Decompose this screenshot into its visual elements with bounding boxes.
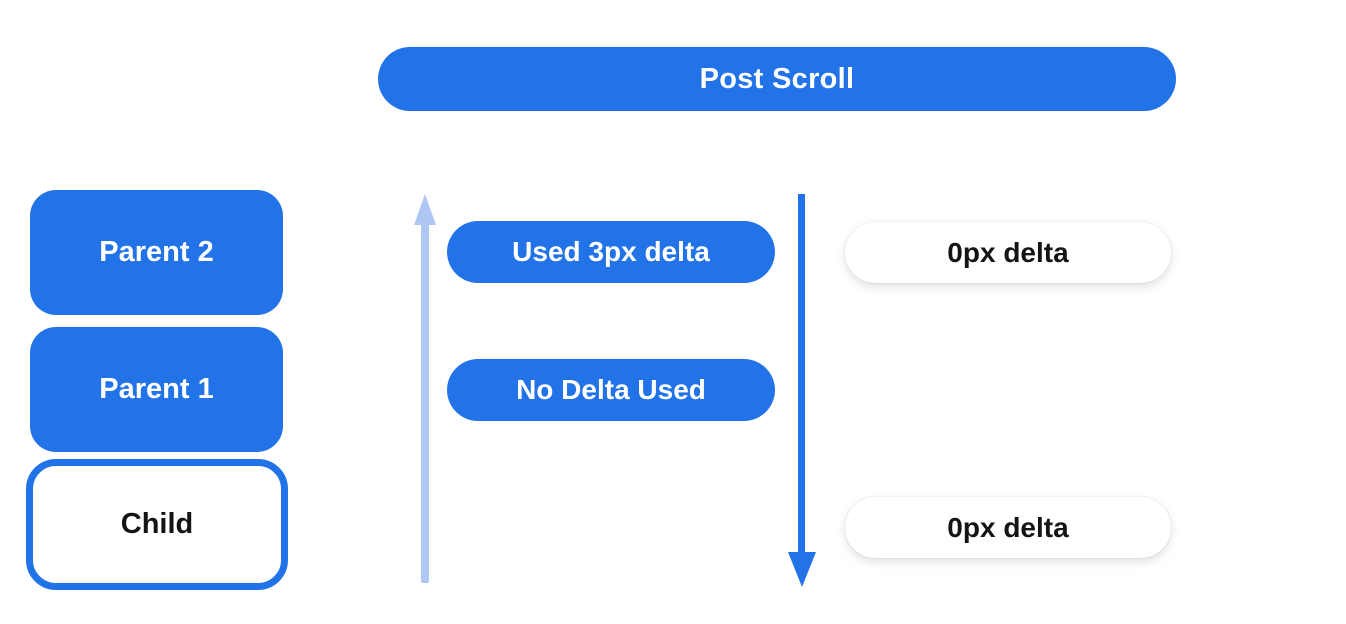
used-3px-delta-pill: Used 3px delta [447,221,775,283]
parent-1-box: Parent 1 [30,327,283,452]
zero-delta-top-label: 0px delta [947,236,1069,268]
zero-delta-pill-top: 0px delta [845,222,1171,283]
parent-2-label: Parent 2 [99,236,214,268]
zero-delta-pill-bottom: 0px delta [845,497,1171,558]
no-delta-used-pill: No Delta Used [447,359,775,421]
used-3px-delta-label: Used 3px delta [512,236,710,267]
parent-2-box: Parent 2 [30,190,283,315]
parent-1-label: Parent 1 [99,373,214,405]
child-label: Child [120,508,194,540]
child-box: Child [26,459,288,590]
no-delta-used-label: No Delta Used [516,374,706,405]
post-scroll-label: Post Scroll [699,62,855,95]
zero-delta-bottom-label: 0px delta [947,511,1069,543]
post-scroll-header: Post Scroll [378,47,1176,111]
up-arrow-icon [414,194,436,583]
down-arrow-icon [788,194,816,587]
